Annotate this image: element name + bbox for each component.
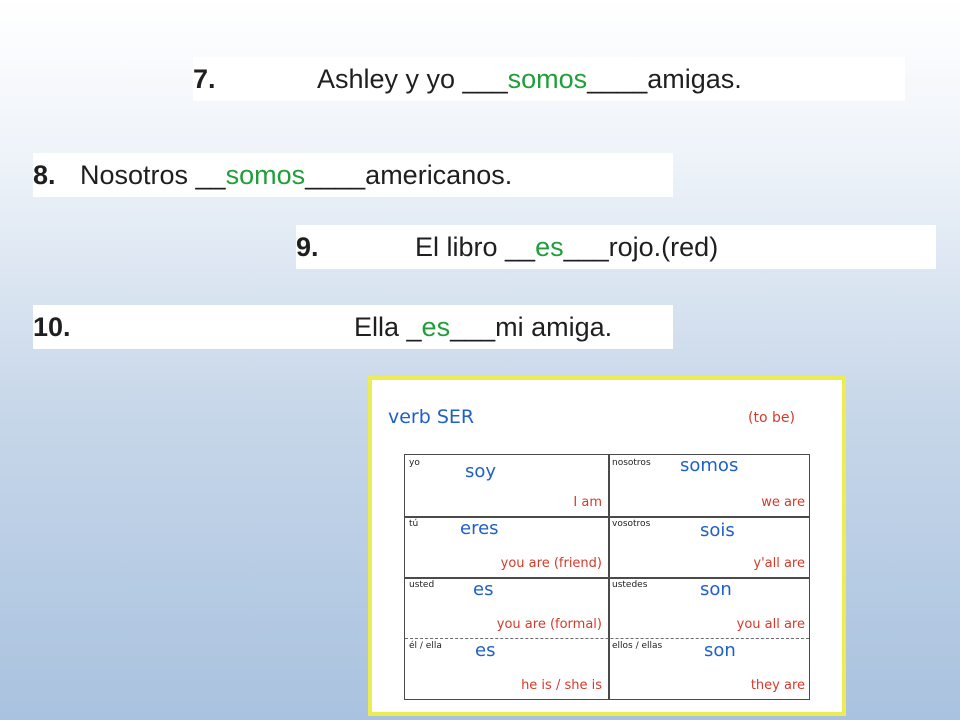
verb-form: es — [475, 640, 496, 661]
cell-el-ella: él / ella es he is / she is — [405, 638, 608, 699]
sentence-number: 7. — [193, 64, 216, 94]
cell-nosotros: nosotros somos we are — [608, 455, 811, 516]
english-meaning: they are — [750, 678, 805, 693]
sentence-10: 10. Ella _es___mi amiga. — [33, 305, 673, 349]
cell-ellos-ellas: ellos / ellas son they are — [608, 638, 811, 699]
pronoun: vosotros — [612, 519, 651, 529]
verb-form: son — [700, 579, 732, 600]
pronoun: nosotros — [612, 458, 651, 468]
ser-conjugation-chart: verb SER (to be) yo soy I am nosotros so… — [368, 376, 846, 716]
verb-form: sois — [700, 520, 735, 541]
sentence-after: ___mi amiga. — [450, 312, 613, 342]
english-meaning: you are (friend) — [500, 556, 602, 571]
pronoun: usted — [409, 580, 435, 590]
answer-word: somos — [507, 64, 588, 94]
sentence-before: El libro __ — [415, 232, 536, 262]
answer-word: es — [535, 232, 564, 262]
pronoun: él / ella — [409, 641, 442, 651]
grid-divider — [405, 516, 809, 518]
verb-form: eres — [460, 518, 499, 539]
pronoun: ustedes — [612, 580, 648, 590]
sentence-before: Ella _ — [354, 312, 422, 342]
cell-tu: tú eres you are (friend) — [405, 516, 608, 577]
sentence-before: Nosotros __ — [80, 160, 226, 190]
grid-divider-dashed — [405, 638, 809, 639]
sentence-number: 9. — [296, 232, 319, 262]
sentence-text: Ashley y yo ___somos____amigas. — [317, 57, 742, 101]
verb-form: son — [704, 640, 736, 661]
sentence-9: 9. El libro __es___rojo.(red) — [296, 225, 936, 269]
answer-word: somos — [225, 160, 306, 190]
english-meaning: you are (formal) — [496, 617, 602, 632]
english-meaning: you all are — [736, 617, 805, 632]
verb-form: es — [473, 579, 494, 600]
sentence-7: 7. Ashley y yo ___somos____amigas. — [193, 57, 905, 101]
cell-usted: usted es you are (formal) — [405, 577, 608, 638]
sentence-before: Ashley y yo ___ — [317, 64, 508, 94]
sentence-after: ____americanos. — [305, 160, 513, 190]
english-meaning: y'all are — [753, 556, 805, 571]
chart-subtitle: (to be) — [748, 410, 795, 426]
sentence-text: Ella _es___mi amiga. — [354, 305, 612, 349]
pronoun: tú — [409, 519, 419, 529]
sentence-after: ____amigas. — [587, 64, 742, 94]
sentence-text: Nosotros __somos____americanos. — [80, 153, 512, 197]
sentence-8: 8. Nosotros __somos____americanos. — [33, 153, 673, 197]
english-meaning: we are — [761, 495, 805, 510]
pronoun: yo — [409, 458, 420, 468]
chart-title: verb SER — [388, 406, 475, 428]
cell-yo: yo soy I am — [405, 455, 608, 516]
cell-ustedes: ustedes son you all are — [608, 577, 811, 638]
answer-word: es — [421, 312, 451, 342]
sentence-text: El libro __es___rojo.(red) — [415, 225, 718, 269]
sentence-number: 10. — [33, 312, 71, 342]
pronoun: ellos / ellas — [612, 641, 663, 651]
grid-divider — [405, 577, 809, 579]
sentence-after: ___rojo.(red) — [563, 232, 719, 262]
english-meaning: I am — [573, 495, 602, 510]
verb-form: soy — [465, 461, 497, 482]
english-meaning: he is / she is — [521, 678, 602, 693]
verb-form: somos — [680, 455, 739, 476]
cell-vosotros: vosotros sois y'all are — [608, 516, 811, 577]
sentence-number: 8. — [33, 160, 56, 190]
conjugation-grid: yo soy I am nosotros somos we are tú ere… — [404, 454, 810, 700]
